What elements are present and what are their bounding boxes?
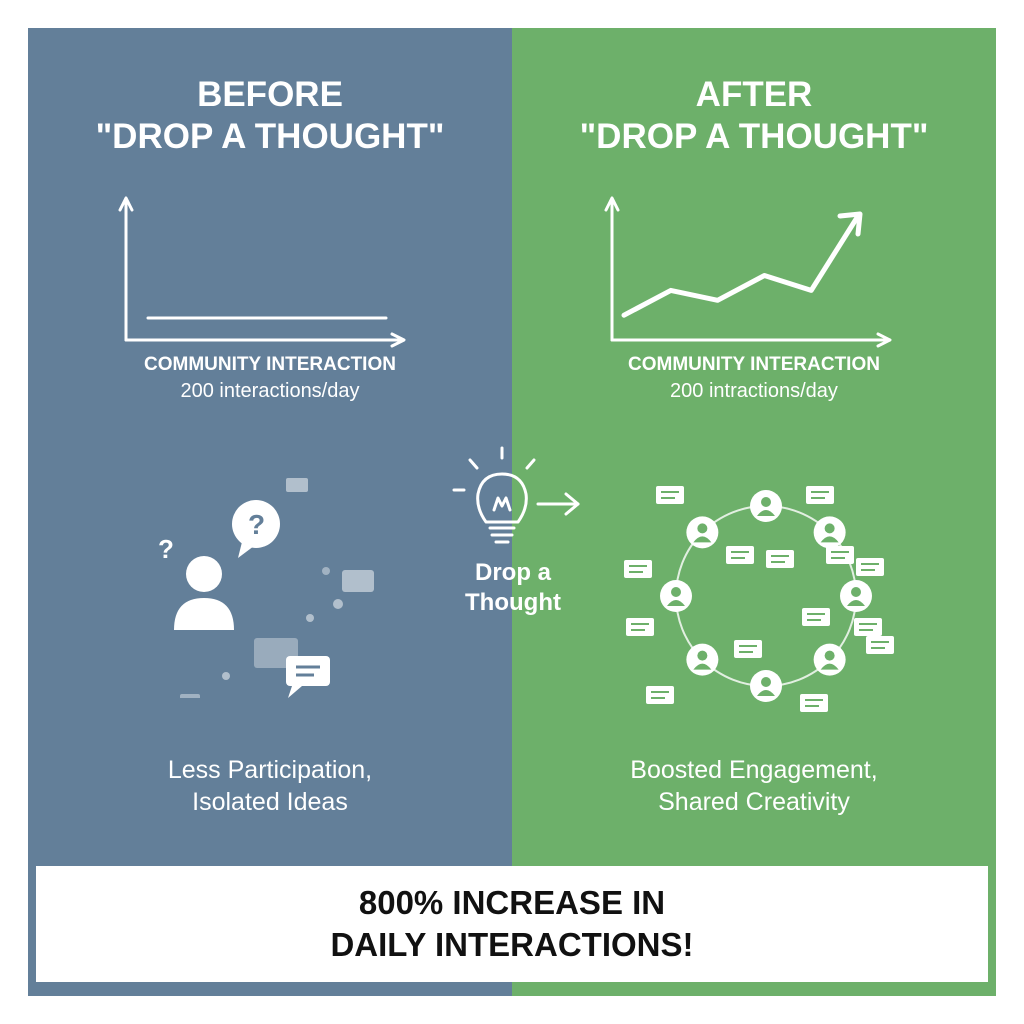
after-description: Boosted Engagement, Shared Creativity: [512, 754, 996, 818]
before-desc-line1: Less Participation,: [167, 756, 373, 784]
network-user-icon: [686, 516, 719, 549]
infographic: BEFORE "DROP A THOUGHT" COMMUNITY INTERA…: [28, 28, 996, 996]
chat-bubble-icon: [286, 656, 330, 698]
connected-network-illustration: [624, 486, 894, 712]
network-user-icon: [840, 580, 872, 612]
center-label-line2: Thought: [465, 589, 561, 616]
network-chat-bubble-icon: [646, 686, 674, 704]
network-user-icon: [686, 643, 719, 676]
person-icon: [174, 556, 234, 630]
isolated-person-illustration: ? ?: [158, 478, 374, 698]
network-chat-bubble-icon: [656, 486, 684, 504]
result-banner: 800% INCREASE IN DAILY INTERACTIONS!: [36, 866, 988, 982]
network-chat-bubble-icon: [826, 546, 854, 564]
lightbulb-arrow-group: [452, 446, 580, 544]
before-panel: BEFORE "DROP A THOUGHT" COMMUNITY INTERA…: [28, 28, 512, 996]
after-chart: [604, 196, 892, 348]
before-desc-line2: Isolated Ideas: [192, 788, 348, 816]
lightbulb-icon: [452, 446, 536, 544]
before-description: Less Participation, Isolated Ideas: [28, 754, 512, 818]
network-user-icon: [750, 670, 782, 702]
network-chat-bubble-icon: [856, 558, 884, 576]
network-chat-bubble-icon: [806, 486, 834, 504]
question-bubble-icon: ?: [232, 500, 280, 558]
center-label-line1: Drop a: [474, 559, 551, 586]
network-user-icon: [750, 490, 782, 522]
after-y-axis-arrow: [604, 196, 620, 212]
before-chart-caption: COMMUNITY INTERACTION: [144, 354, 396, 375]
banner-line2: DAILY INTERACTIONS!: [330, 926, 694, 963]
network-user-icon: [813, 516, 846, 549]
network-chat-bubble-icon: [624, 560, 652, 578]
before-title-line2: "DROP A THOUGHT": [95, 117, 445, 156]
svg-text:?: ?: [248, 509, 265, 540]
before-chart: [118, 196, 406, 348]
banner-line1: 800% INCREASE IN: [358, 884, 666, 921]
network-chat-bubble-icon: [800, 694, 828, 712]
before-title: BEFORE "DROP A THOUGHT": [28, 74, 512, 158]
network-user-icon: [813, 643, 846, 676]
network-user-icon: [660, 580, 692, 612]
after-chart-subtitle: 200 intractions/day: [670, 380, 838, 402]
after-title-line2: "DROP A THOUGHT": [579, 117, 929, 156]
center-label: Drop a Thought: [428, 558, 598, 618]
network-chat-bubble-icon: [766, 550, 794, 568]
network-chat-bubble-icon: [726, 546, 754, 564]
after-x-axis-arrow: [876, 332, 892, 348]
after-series-arrowhead: [837, 211, 863, 237]
network-chat-bubble-icon: [866, 636, 894, 654]
network-chat-bubble-icon: [626, 618, 654, 636]
arrow-right-icon: [536, 492, 580, 516]
after-chart-caption: COMMUNITY INTERACTION: [628, 354, 880, 375]
before-x-axis-arrow: [390, 332, 406, 348]
after-desc-line1: Boosted Engagement,: [630, 756, 878, 784]
before-title-line1: BEFORE: [197, 75, 343, 114]
after-desc-line2: Shared Creativity: [658, 788, 850, 816]
network-chat-bubble-icon: [734, 640, 762, 658]
after-title-line1: AFTER: [695, 75, 813, 114]
network-chat-bubble-icon: [802, 608, 830, 626]
after-panel: AFTER "DROP A THOUGHT" COMMUNITY INTERAC…: [512, 28, 996, 996]
before-y-axis-arrow: [118, 196, 134, 212]
question-mark-icon: ?: [158, 534, 174, 564]
after-rising-series-line: [621, 213, 861, 318]
network-chat-bubble-icon: [854, 618, 882, 636]
after-title: AFTER "DROP A THOUGHT": [512, 74, 996, 158]
before-chart-subtitle: 200 interactions/day: [180, 380, 360, 402]
